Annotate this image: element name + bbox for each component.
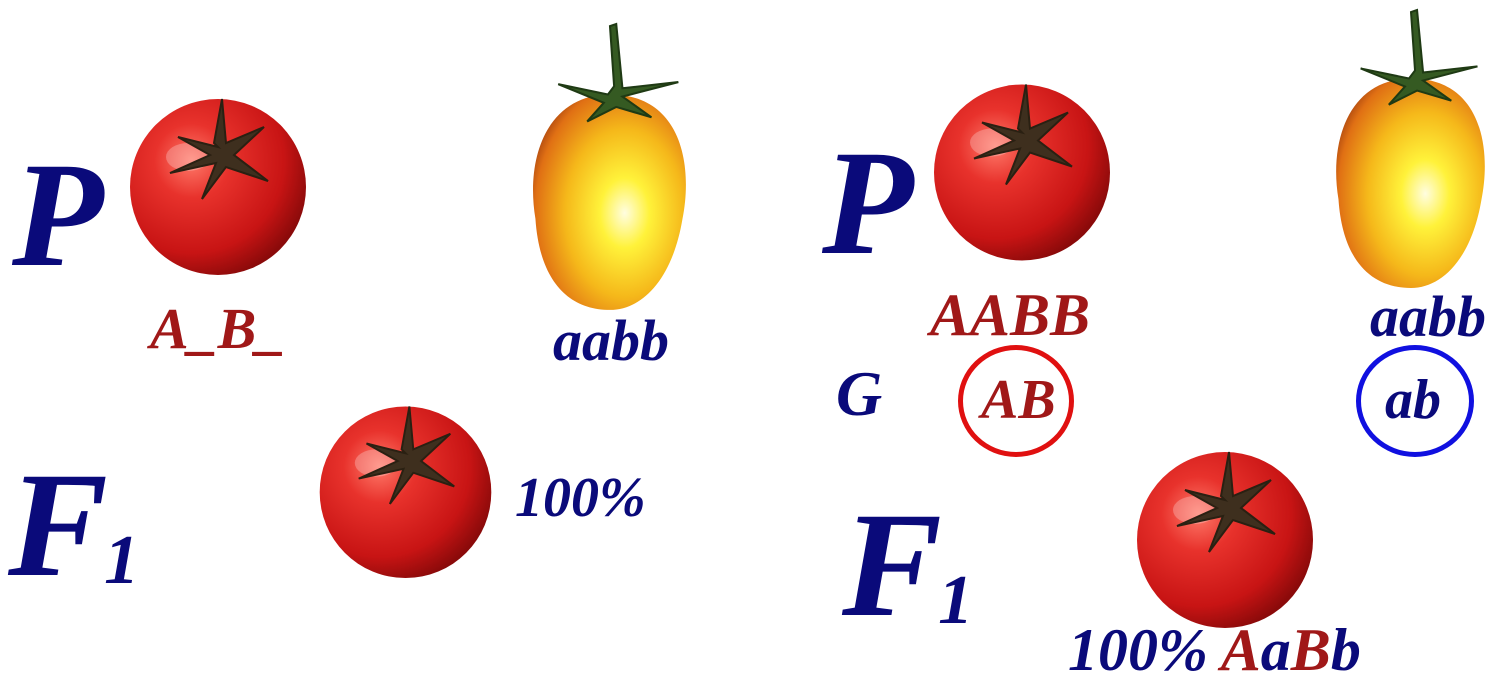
f1-generation-label: F1 [8,450,139,600]
f1-letter: F [842,482,942,648]
f1-generation-label: F1 [842,490,973,640]
red-tomato-icon [308,380,503,585]
f1-subscript: 1 [104,522,139,599]
f1-result: 100% AaBb [1068,620,1361,680]
f1-letter: F [8,442,108,608]
p-generation-label: P [822,128,914,278]
p-generation-label: P [12,140,104,290]
allele-3: B [1291,617,1331,683]
allele-4: b [1331,617,1361,683]
gamete-red: AB [981,372,1056,428]
f1-percent: 100% [515,470,646,526]
parent-yellow-genotype: aabb [553,312,669,370]
parent-red-genotype: AABB [930,285,1090,345]
f1-percent: 100% [1068,617,1208,683]
parent-red-genotype: A_B_ [150,300,285,358]
g-gametes-label: G [836,362,882,426]
red-tomato-icon [1125,425,1325,635]
gamete-yellow: ab [1385,372,1441,428]
allele-1: A [1221,617,1261,683]
yellow-tomato-icon [1326,8,1496,290]
yellow-tomato-icon [525,22,695,312]
parent-yellow-genotype: aabb [1370,288,1486,346]
allele-2: a [1261,617,1291,683]
red-tomato-icon [118,72,318,282]
f1-subscript: 1 [938,562,973,639]
red-tomato-icon [922,55,1122,270]
